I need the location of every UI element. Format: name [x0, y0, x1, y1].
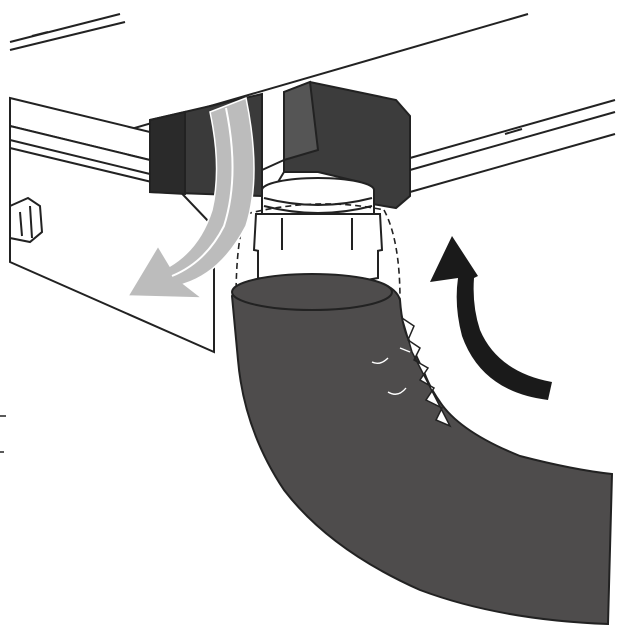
right-panel-slot: [504, 128, 523, 135]
right-panel-edge-2: [409, 111, 616, 171]
hose-jagged-edge: [400, 316, 452, 428]
bolt-body: [9, 196, 44, 244]
bracket-right-block: [283, 80, 411, 210]
hose-wrinkle-2: [387, 387, 407, 395]
hose-opening: [231, 273, 393, 311]
curved-arrow-up-icon: [430, 236, 552, 400]
drain-hose: [230, 273, 614, 626]
edge-marks: [0, 415, 6, 453]
hose-body: [230, 274, 614, 626]
bolt-face-line-2: [29, 205, 33, 239]
gray-arrow-highlight: [171, 107, 234, 277]
top-panel-edge-upper: [9, 13, 121, 43]
curved-arrow-down-icon: [126, 96, 255, 299]
bracket-right-top: [283, 80, 320, 162]
hose-wrinkle-1: [371, 357, 389, 365]
hose-wrinkle-3: [399, 347, 411, 353]
dashed-right: [383, 209, 401, 301]
thread-line-1: [263, 197, 373, 206]
black-arrow-shape: [430, 236, 552, 400]
hex-bolt-icon: [9, 196, 44, 244]
left-rail-lower-line: [9, 147, 161, 185]
hose-fitting: [252, 177, 384, 285]
right-panel-edge-3: [409, 133, 616, 193]
top-panel-slot: [31, 31, 49, 37]
bracket-left-shadow: [149, 110, 186, 196]
thread-line-2: [263, 205, 373, 214]
top-panel-edge-upper-2: [9, 21, 126, 51]
bolt-face-line: [19, 211, 23, 237]
right-panel-edge-1: [409, 99, 616, 159]
dashed-top: [245, 203, 385, 215]
gray-arrow-shape: [126, 96, 255, 299]
left-rail-inner-line: [9, 139, 151, 175]
